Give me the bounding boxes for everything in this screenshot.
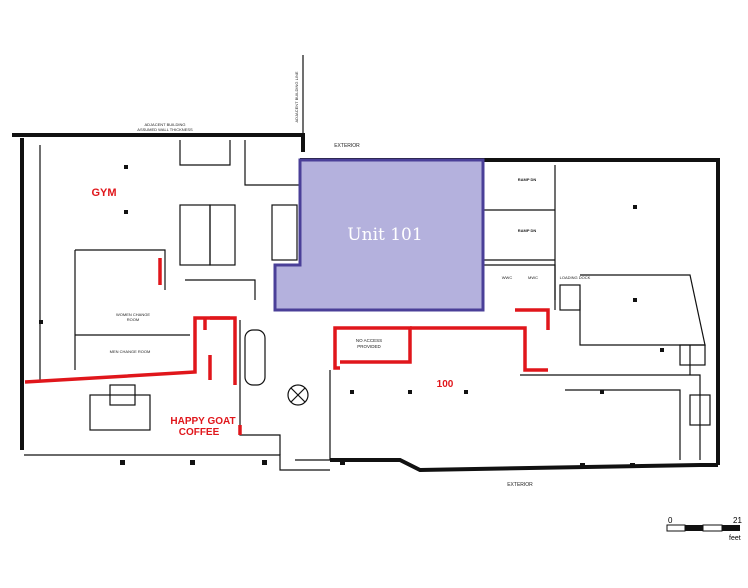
happy-goat-label-2: COFFEE <box>179 427 220 438</box>
wwc-label: WWC <box>502 275 513 280</box>
ramp-dn-label-1: RAMP DN <box>518 177 537 182</box>
scale-unit: feet <box>729 535 741 542</box>
no-access-label-1: NO ACCESS <box>356 338 382 343</box>
structural-columns <box>39 165 664 468</box>
ramp-dn-label-2: RAMP DN <box>518 228 537 233</box>
exterior-top-label: EXTERIOR <box>334 143 360 149</box>
no-access-label-2: PROVIDED <box>357 344 381 349</box>
unit-100-label: 100 <box>437 379 454 390</box>
loading-dock-label: LOADING DOCK <box>560 275 591 280</box>
unit-101-label: Unit 101 <box>347 225 422 245</box>
scale-start: 0 <box>668 516 673 525</box>
adjacent-building-line-label: ADJACENT BUILDING LINE <box>294 71 299 122</box>
exterior-bottom-label: EXTERIOR <box>507 482 533 488</box>
women-change-label-1: WOMEN CHANGE <box>116 312 150 317</box>
scale-end: 21 <box>733 516 742 525</box>
unit-101-area[interactable] <box>273 158 485 312</box>
happy-goat-label-1: HAPPY GOAT <box>170 416 235 427</box>
scale-bar: 0 21 feet <box>666 516 742 542</box>
adjacent-building-label: ADJACENT BUILDING <box>144 122 185 127</box>
mwc-label: MWC <box>528 275 538 280</box>
assumed-wall-label: ASSUMED WALL THICKNESS <box>137 127 193 132</box>
women-change-label-2: ROOM <box>127 317 139 322</box>
highlighted-boundaries <box>24 258 550 435</box>
gym-label: GYM <box>91 187 116 199</box>
men-change-label: MEN CHANGE ROOM <box>110 349 151 354</box>
